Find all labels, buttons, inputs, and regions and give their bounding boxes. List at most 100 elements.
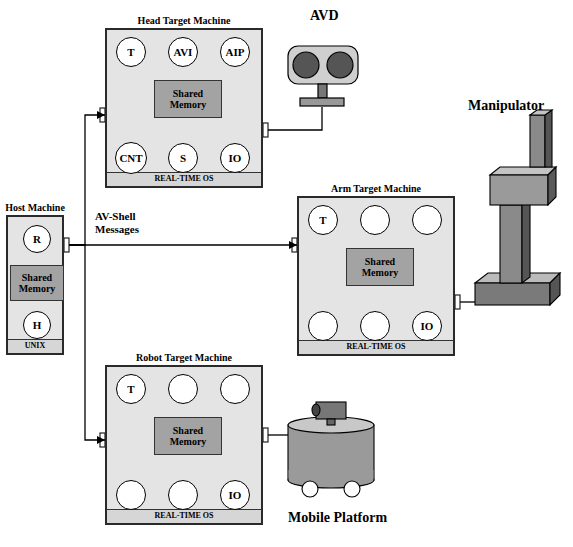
process-circle	[308, 311, 338, 341]
shared-memory-box: Shared Memory	[346, 248, 414, 286]
os-band: REAL-TIME OS	[299, 340, 453, 354]
os-band: REAL-TIME OS	[107, 509, 261, 523]
figure-label-text: AVD	[310, 8, 339, 23]
machine-box: Arm Target MachineREAL-TIME OSTShared Me…	[297, 196, 455, 356]
figure-label: AV-Shell Messages	[95, 210, 157, 236]
machine-name: Robot Target Machine	[136, 352, 232, 363]
message-link	[69, 244, 297, 245]
process-circle: IO	[412, 311, 442, 341]
process-circle: AVI	[168, 37, 198, 67]
os-band: UNIX	[8, 339, 62, 353]
shared-memory-box: Shared Memory	[154, 417, 222, 455]
arm-column-side	[522, 199, 530, 283]
process-circle	[116, 480, 146, 510]
wire	[268, 107, 322, 130]
machine-box: Robot Target MachineREAL-TIME OSTShared …	[105, 365, 263, 525]
avd-camera	[293, 52, 319, 78]
process-name: R	[33, 233, 41, 245]
message-link	[69, 245, 105, 440]
process-circle: AIP	[220, 37, 250, 67]
process-circle: T	[308, 205, 338, 235]
figure-label-text: AV-Shell Messages	[95, 210, 139, 235]
process-circle: H	[23, 311, 51, 339]
avd-stem	[318, 84, 327, 98]
process-circle	[168, 374, 198, 404]
wire	[268, 434, 288, 435]
arm-wrist	[530, 115, 545, 167]
os-band: REAL-TIME OS	[107, 172, 261, 186]
os-name: REAL-TIME OS	[347, 342, 406, 351]
process-circle	[220, 374, 250, 404]
port	[64, 238, 69, 252]
os-name: REAL-TIME OS	[155, 174, 214, 183]
process-circle: CNT	[115, 142, 147, 174]
process-name: AIP	[226, 46, 245, 58]
machine-heading: Head Target Machine	[138, 15, 231, 27]
arm-link-top	[490, 167, 556, 175]
process-name: H	[33, 319, 42, 331]
process-circle: R	[23, 225, 51, 253]
figure-label: AVD	[310, 8, 339, 24]
process-name: T	[127, 46, 134, 58]
machine-heading: Arm Target Machine	[331, 183, 421, 195]
process-circle: S	[168, 143, 198, 173]
os-name: UNIX	[25, 341, 45, 350]
port	[455, 295, 460, 309]
wheel	[302, 481, 318, 497]
wire	[460, 301, 475, 302]
process-circle	[360, 311, 390, 341]
arm-column	[500, 205, 522, 283]
shared-memory-box: Shared Memory	[154, 80, 222, 118]
arm-link-side	[548, 167, 556, 205]
mobile-platform	[288, 402, 374, 497]
memory-label: Shared Memory	[11, 272, 63, 294]
manipulator-arm	[475, 110, 560, 305]
machine-box: Head Target MachineREAL-TIME OSTAVIAIPSh…	[105, 28, 263, 188]
machine-heading: Host Machine	[5, 202, 65, 214]
arm-base	[475, 283, 550, 305]
avd-base	[300, 98, 344, 106]
figure-label: Mobile Platform	[288, 510, 387, 526]
figure-label-text: Mobile Platform	[288, 510, 387, 525]
process-name: T	[127, 383, 134, 395]
figure-label: Manipulator	[468, 98, 544, 114]
os-name: REAL-TIME OS	[155, 511, 214, 520]
machine-box: Host MachineUNIXRShared MemoryH	[6, 215, 64, 355]
process-name: IO	[421, 320, 434, 332]
port	[263, 123, 268, 137]
process-circle: IO	[220, 143, 250, 173]
avd-head	[288, 46, 358, 106]
machine-name: Host Machine	[5, 202, 65, 213]
process-circle: IO	[220, 480, 250, 510]
arm-wrist-side	[545, 110, 552, 167]
platform-body-fill	[289, 470, 374, 480]
process-name: CNT	[119, 152, 142, 164]
machine-name: Head Target Machine	[138, 15, 231, 26]
process-name: T	[319, 214, 326, 226]
memory-label: Shared Memory	[155, 88, 221, 110]
device-wires	[268, 107, 475, 435]
memory-label: Shared Memory	[155, 425, 221, 447]
camera-mount	[327, 419, 335, 425]
arm-link	[490, 175, 548, 205]
avd-body	[288, 46, 358, 84]
port	[263, 428, 268, 442]
process-name: AVI	[174, 46, 193, 58]
wheel	[344, 481, 360, 497]
process-circle	[360, 205, 390, 235]
machine-name: Arm Target Machine	[331, 183, 421, 194]
platform-top	[288, 417, 374, 433]
shared-memory-box: Shared Memory	[10, 265, 64, 301]
process-circle	[412, 205, 442, 235]
process-circle	[168, 480, 198, 510]
process-circle: T	[116, 37, 146, 67]
process-circle: T	[116, 374, 146, 404]
process-name: S	[180, 152, 186, 164]
process-name: IO	[229, 152, 242, 164]
machine-heading: Robot Target Machine	[136, 352, 232, 364]
arm-base-side	[550, 273, 560, 305]
avd-camera	[327, 52, 353, 78]
process-name: IO	[229, 489, 242, 501]
